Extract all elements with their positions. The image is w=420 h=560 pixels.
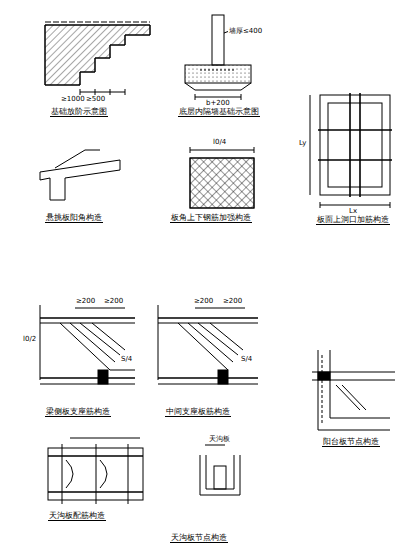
detail-caption: 阳台板节点构造 <box>322 438 380 447</box>
dimension-label: ≥200 <box>103 298 124 306</box>
cantilever-slab-corner <box>40 150 120 200</box>
dimension-label: 天沟板 <box>208 436 231 444</box>
reinforced-column-zone <box>190 147 254 208</box>
detail-caption: 悬挑板阳角构造 <box>45 214 103 223</box>
support-rebar-detail-b <box>158 305 258 384</box>
detail-caption: 中间支座板筋构造 <box>165 408 231 417</box>
beam-corner-node <box>312 350 395 430</box>
dimension-label: b+200 <box>205 100 231 108</box>
dimension-label: S/4 <box>240 356 253 364</box>
dimension-label: ≥200 <box>222 298 243 306</box>
dimension-label: S/4 <box>120 356 133 364</box>
detail-caption: 板面上洞口加筋构造 <box>316 216 390 225</box>
slab-opening-detail <box>310 93 392 208</box>
support-rebar-detail-a <box>40 305 135 384</box>
gutter-slab-rebar <box>48 438 143 504</box>
detail-caption: 基础放阶示意图 <box>50 108 108 117</box>
dimension-label: 墙厚≤400 <box>228 28 263 36</box>
gutter-section <box>200 445 240 495</box>
detail-caption: 底层内隔墙基础示意图 <box>178 108 260 117</box>
dimension-label: Ly <box>298 140 307 148</box>
dimension-label: l0/4 <box>212 139 227 147</box>
dimension-label: Lx <box>348 208 358 216</box>
detail-caption: 梁侧板支座筋构造 <box>45 408 111 417</box>
dimension-label: ≥200 <box>75 298 96 306</box>
stepped-foundation <box>45 22 150 95</box>
detail-caption: 天沟板节点构造 <box>170 534 228 543</box>
dimension-label: ≥500 <box>85 96 106 104</box>
detail-caption: 天沟板配筋构造 <box>48 512 106 521</box>
dimension-label: l0/2 <box>22 336 37 344</box>
dimension-label: ≥200 <box>193 298 214 306</box>
detail-caption: 板角上下钢筋加强构造 <box>170 214 252 223</box>
dimension-label: ≥1000 <box>60 96 86 104</box>
